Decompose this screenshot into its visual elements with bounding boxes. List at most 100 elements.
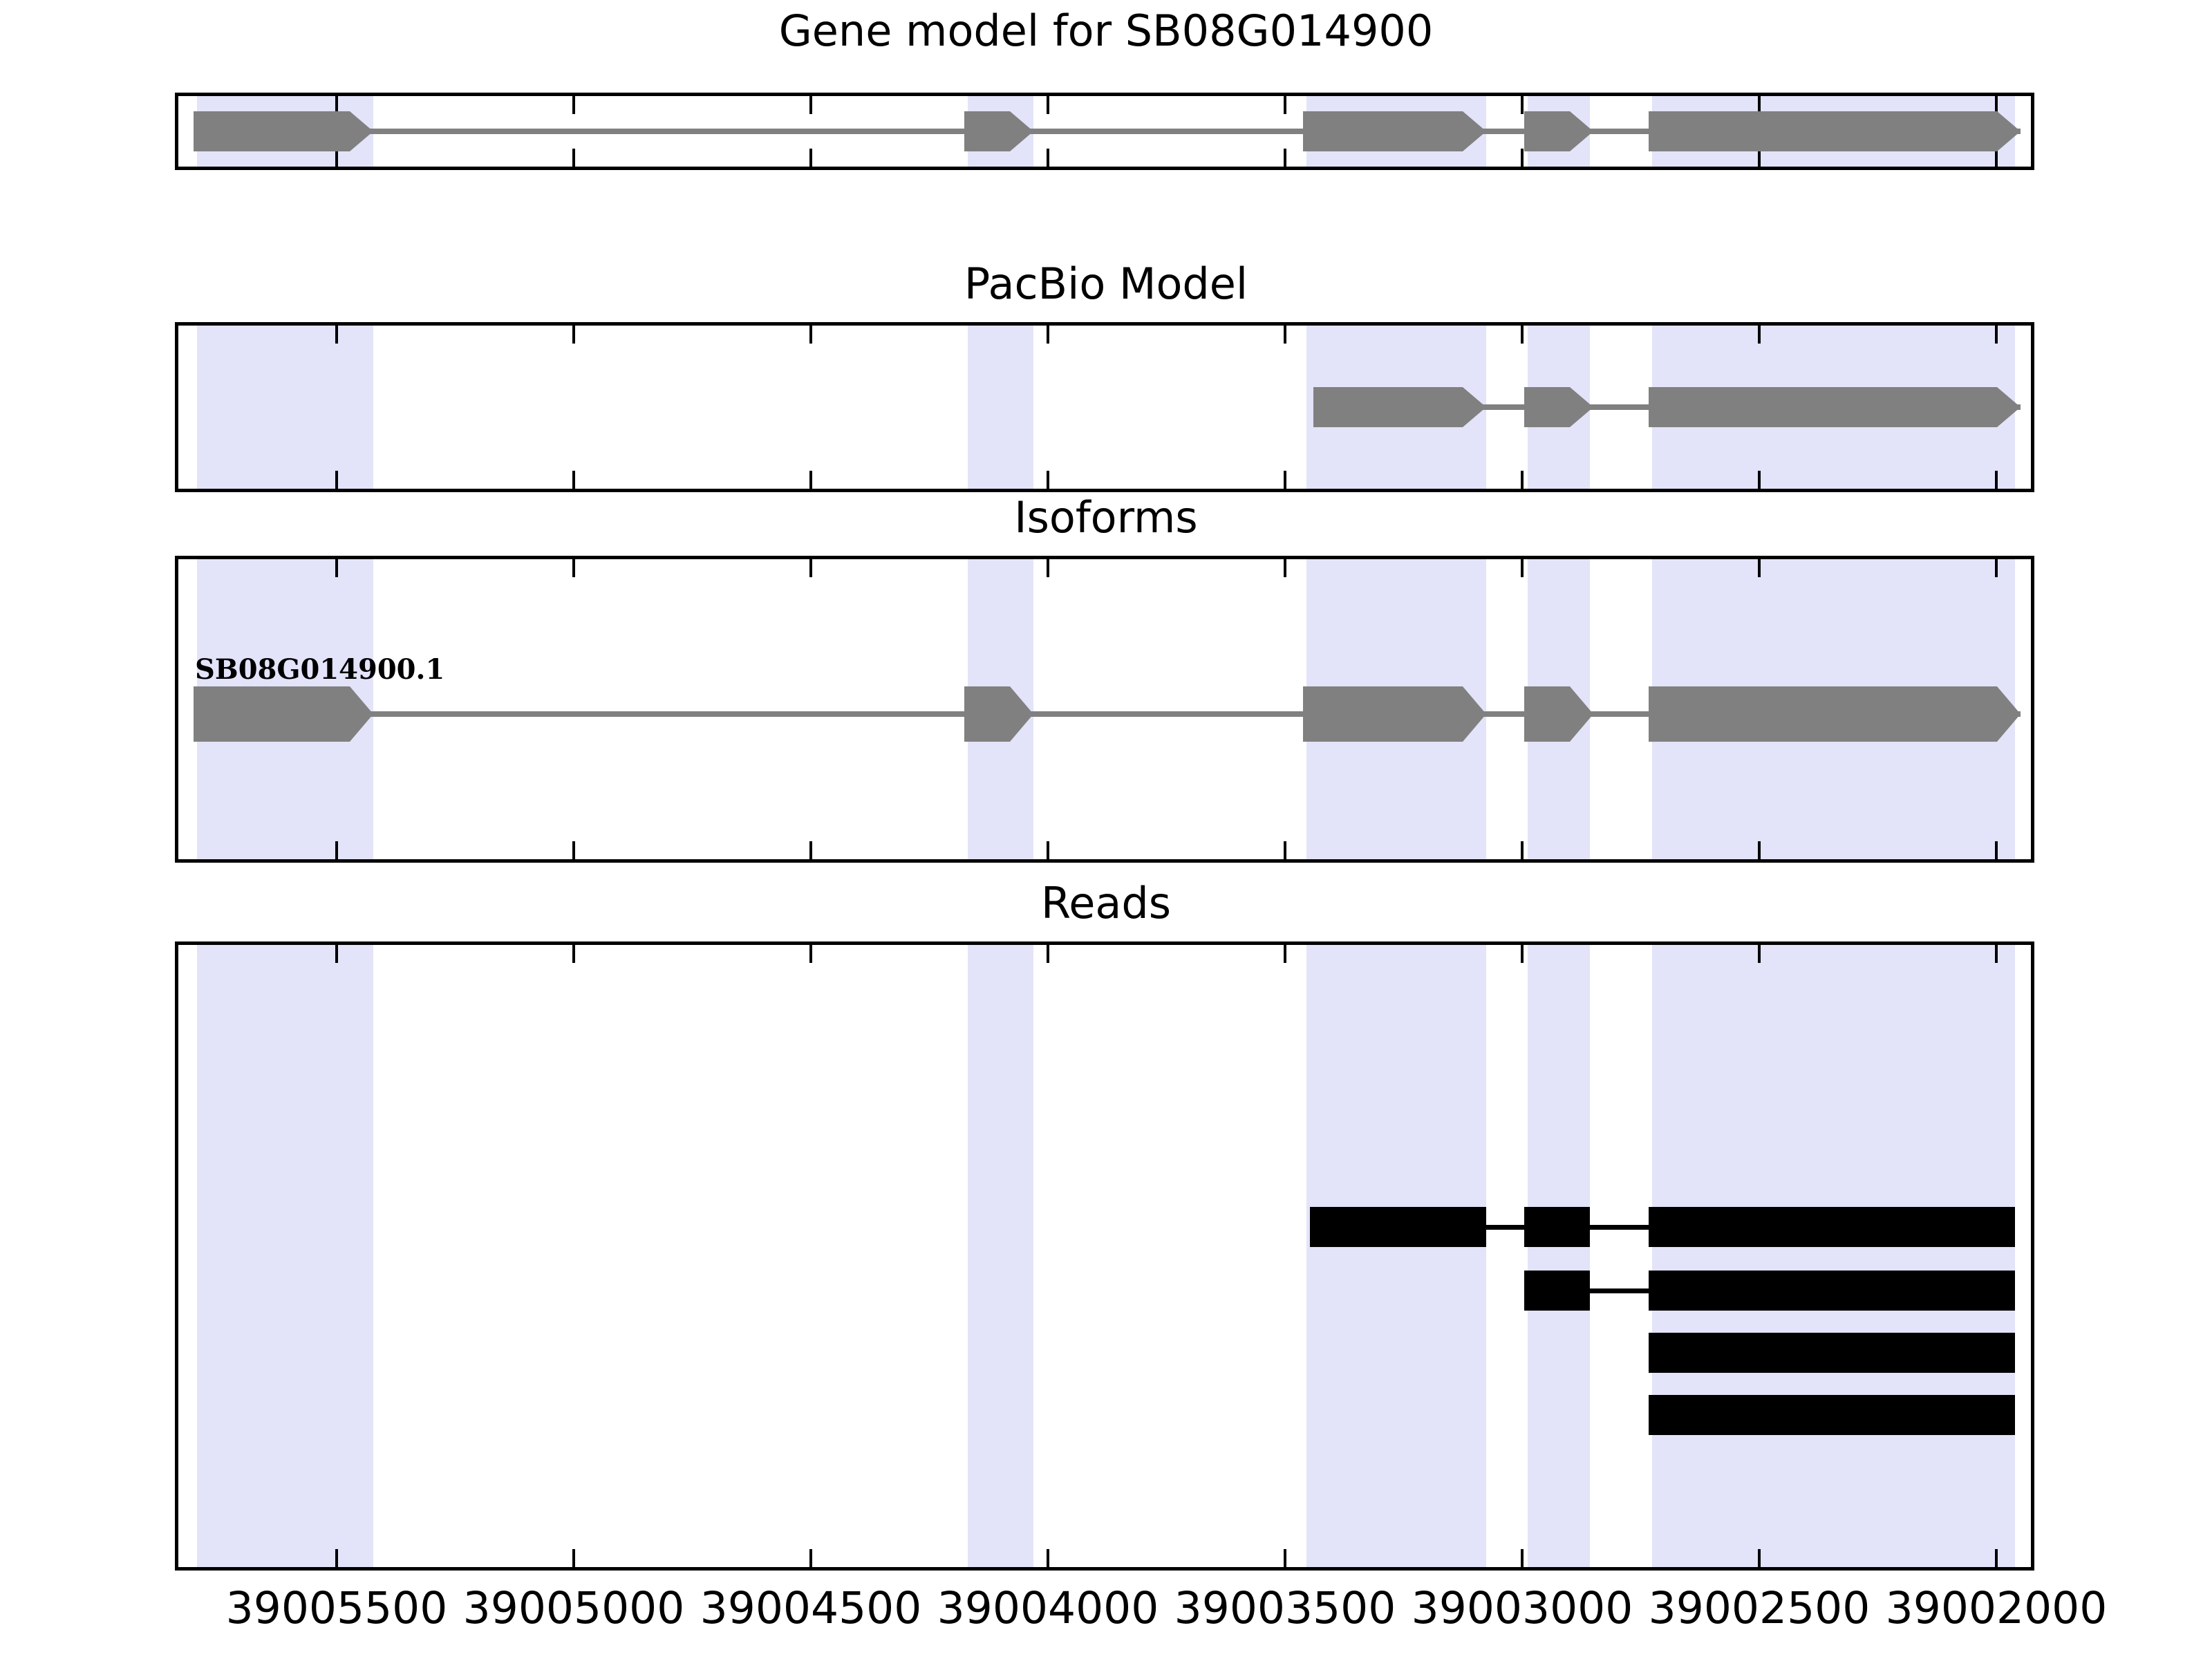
exon-block [1524, 686, 1570, 742]
axis-tick-mark [1521, 326, 1524, 344]
axis-tick-mark [335, 149, 338, 167]
x-tick-label: 39002500 [1648, 1583, 1871, 1633]
exon-strand-arrowhead [1463, 387, 1486, 427]
panel-title-gene-model: Gene model for SB08G014900 [778, 6, 1434, 56]
x-tick-label: 39003000 [1411, 1583, 1633, 1633]
axis-tick-mark [335, 326, 338, 344]
read-block [1524, 1207, 1590, 1247]
read-block [1524, 1271, 1590, 1311]
panel-title-isoforms: Isoforms [1014, 492, 1198, 543]
exon-block [1649, 686, 1997, 742]
axis-tick-mark [1047, 326, 1049, 344]
axis-tick-mark [1047, 149, 1049, 167]
axis-tick-mark [1995, 471, 1998, 489]
axis-tick-mark [1521, 149, 1524, 167]
axis-tick-mark [1758, 841, 1761, 859]
exon-highlight-band [197, 326, 373, 489]
axis-tick-mark [1758, 559, 1761, 577]
axis-tick-mark [1284, 326, 1286, 344]
axis-tick-mark [1758, 326, 1761, 344]
exon-strand-arrowhead [1463, 686, 1486, 742]
axis-tick-mark [335, 841, 338, 859]
axes-gene-model[interactable] [175, 93, 2034, 170]
axis-tick-mark [809, 559, 812, 577]
axis-tick-mark [572, 1549, 575, 1567]
axes-isoforms[interactable]: SB08G014900.1 [175, 556, 2034, 863]
exon-highlight-band [197, 945, 373, 1567]
x-tick-label: 39004500 [700, 1583, 922, 1633]
exon-highlight-band [968, 326, 1033, 489]
exon-block [964, 111, 1010, 151]
axis-tick-mark [572, 841, 575, 859]
axis-tick-mark [572, 471, 575, 489]
axis-tick-mark [1521, 945, 1524, 963]
axis-tick-mark [1521, 96, 1524, 114]
exon-strand-arrowhead [1570, 387, 1593, 427]
panel-title-pacbio-model: PacBio Model [964, 259, 1248, 309]
exon-block [1303, 111, 1463, 151]
axis-tick-mark [809, 326, 812, 344]
x-tick-label: 39003500 [1174, 1583, 1396, 1633]
axis-tick-mark [1758, 149, 1761, 167]
axis-tick-mark [335, 471, 338, 489]
axes-pacbio-model[interactable] [175, 322, 2034, 492]
exon-block [1313, 387, 1463, 427]
read-block [1649, 1207, 2015, 1247]
isoform-name-label: SB08G014900.1 [195, 653, 445, 686]
axis-tick-mark [1995, 149, 1998, 167]
axis-tick-mark [1284, 945, 1286, 963]
axis-tick-mark [1284, 96, 1286, 114]
exon-highlight-band [1306, 945, 1486, 1567]
axis-tick-mark [1995, 1549, 1998, 1567]
exon-strand-arrowhead [1463, 111, 1486, 151]
axis-tick-mark [809, 149, 812, 167]
axis-tick-mark [809, 96, 812, 114]
intron-line [194, 129, 2021, 134]
axis-tick-mark [1995, 559, 1998, 577]
axis-tick-mark [572, 326, 575, 344]
axis-tick-mark [572, 559, 575, 577]
axis-tick-mark [1995, 326, 1998, 344]
exon-strand-arrowhead [1010, 111, 1033, 151]
axis-tick-mark [1758, 471, 1761, 489]
exon-highlight-band [1528, 945, 1590, 1567]
axis-tick-mark [1521, 841, 1524, 859]
exon-block [964, 686, 1010, 742]
axis-tick-mark [1047, 945, 1049, 963]
axis-tick-mark [1047, 559, 1049, 577]
read-block [1649, 1271, 2015, 1311]
axis-tick-mark [809, 945, 812, 963]
exon-block [1524, 387, 1570, 427]
exon-strand-arrowhead [1997, 387, 2021, 427]
axis-tick-mark [572, 945, 575, 963]
axis-tick-mark [1284, 841, 1286, 859]
axis-tick-mark [1995, 96, 1998, 114]
axis-tick-mark [335, 559, 338, 577]
axis-tick-mark [1758, 945, 1761, 963]
x-tick-label: 39005500 [225, 1583, 448, 1633]
axis-tick-mark [335, 96, 338, 114]
axis-tick-mark [1284, 559, 1286, 577]
axis-tick-mark [335, 1549, 338, 1567]
axis-tick-mark [1284, 1549, 1286, 1567]
exon-strand-arrowhead [1997, 111, 2021, 151]
exon-strand-arrowhead [1570, 111, 1593, 151]
axis-tick-mark [1995, 841, 1998, 859]
axis-tick-mark [809, 471, 812, 489]
axis-tick-mark [1758, 96, 1761, 114]
read-block [1649, 1333, 2015, 1373]
x-tick-label: 39005000 [462, 1583, 685, 1633]
axis-tick-mark [1995, 945, 1998, 963]
axis-tick-mark [1047, 1549, 1049, 1567]
axes-reads[interactable] [175, 941, 2034, 1571]
exon-highlight-band [968, 945, 1033, 1567]
exon-block [1649, 111, 1997, 151]
exon-block [194, 111, 350, 151]
axis-tick-mark [335, 945, 338, 963]
axis-tick-mark [1758, 1549, 1761, 1567]
exon-block [1649, 387, 1997, 427]
exon-block [1524, 111, 1570, 151]
axis-tick-mark [1047, 841, 1049, 859]
axis-tick-mark [1521, 1549, 1524, 1567]
